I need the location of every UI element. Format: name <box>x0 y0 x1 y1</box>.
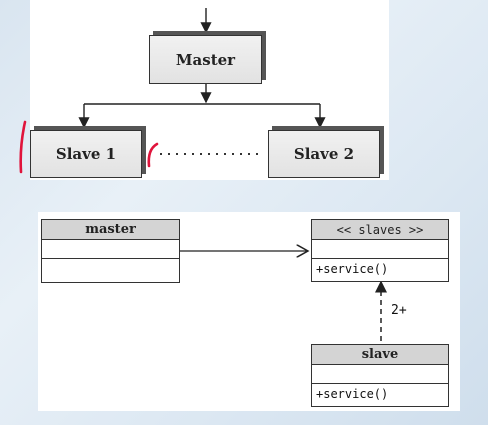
master-class-operations <box>42 259 179 278</box>
red-annotation-mark-2 <box>147 142 159 168</box>
slave-class-attributes <box>312 365 448 384</box>
slaves-class-attributes <box>312 240 448 259</box>
slaves-class: << slaves >> +service() <box>311 219 449 282</box>
slave1-node-label: Slave 1 <box>55 145 117 163</box>
multiplicity-label: 2+ <box>391 303 407 318</box>
master-class: master <box>41 219 180 283</box>
master-class-attributes <box>42 240 179 259</box>
master-node: Master <box>149 35 262 84</box>
slave2-node-label: Slave 2 <box>293 145 355 163</box>
slave-class-operation: +service() <box>316 386 389 401</box>
master-class-name: master <box>42 220 179 240</box>
slave1-node: Slave 1 <box>30 130 142 178</box>
slaves-class-name: << slaves >> <box>312 220 448 240</box>
red-annotation-mark-1 <box>19 120 27 174</box>
slave-class: slave +service() <box>311 344 449 407</box>
slaves-class-operation: +service() <box>316 261 389 276</box>
master-node-label: Master <box>175 50 236 69</box>
slave2-node: Slave 2 <box>268 130 380 178</box>
slave-class-name: slave <box>312 345 448 365</box>
